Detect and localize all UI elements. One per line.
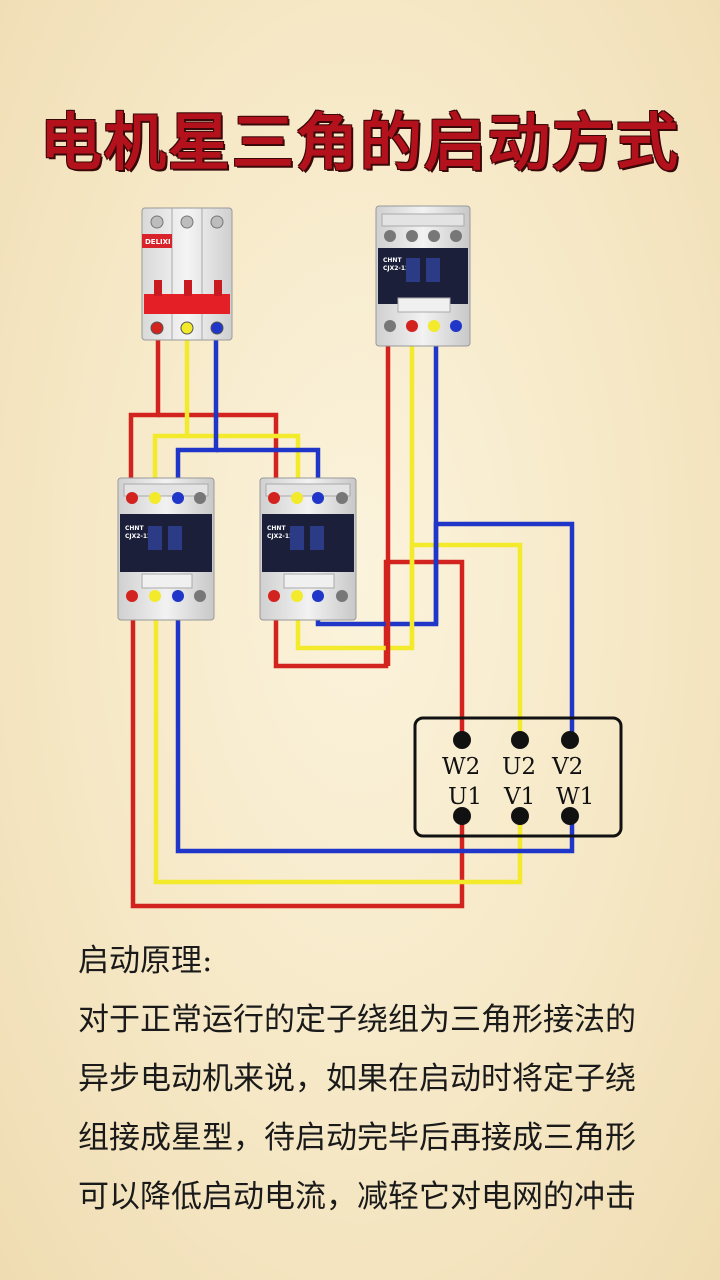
contactor-star: CHNT CJX2-1210: [375, 205, 471, 347]
principle-line: 对于正常运行的定子绕组为三角形接法的: [78, 1002, 636, 1038]
terminal-w2: [453, 731, 471, 749]
terminal-label-u1: U1: [448, 784, 482, 810]
terminal-v1: [511, 807, 529, 825]
principle-heading: 启动原理:: [78, 943, 213, 979]
principle-line: 可以降低启动电流，减轻它对电网的冲击: [78, 1179, 636, 1215]
wire-red-k1-to-u1: [130, 592, 465, 909]
terminal-label-w2: W2: [442, 754, 480, 780]
wire-blue-breaker-to-contactors: [175, 325, 219, 498]
contactor-star-brand: CHNT: [383, 257, 402, 264]
terminal-label-v2: V2: [551, 754, 583, 780]
terminal-v2: [561, 731, 579, 749]
terminal-u1: [453, 807, 471, 825]
terminal-label-v1: V1: [503, 784, 535, 810]
contactor-delta: CHNT CJX2-1210: [259, 477, 357, 621]
contactor-delta-brand: CHNT: [267, 525, 286, 532]
principle-line: 异步电动机来说，如果在启动时将定子绕: [78, 1061, 636, 1097]
circuit-breaker: DELIXI: [141, 207, 233, 341]
wire-blue-k1-to-w1: [175, 592, 575, 854]
principle-text: 启动原理: 对于正常运行的定子绕组为三角形接法的 异步电动机来说，如果在启动时将…: [78, 932, 688, 1227]
wiring-diagram: DELIXI CHNT CJX2-1210 CHNT CJX2-1210: [117, 205, 623, 909]
contactor-main-brand: CHNT: [125, 525, 144, 532]
wire-yellow-branch: [187, 433, 301, 498]
terminal-w1: [561, 807, 579, 825]
contactor-main: CHNT CJX2-1210: [117, 477, 215, 621]
breaker-logo-badge: [142, 234, 172, 248]
terminal-label-u2: U2: [502, 754, 536, 780]
contactor-star-model: CJX2-1210: [383, 265, 418, 272]
wire-red-branch: [158, 412, 279, 498]
breaker-handle: [144, 294, 230, 314]
motor-terminal-box: W2 U2 V2 U1 V1 W1: [413, 716, 623, 838]
terminal-label-w1: W1: [556, 784, 594, 810]
wire-red-breaker-to-contactors: [128, 325, 161, 498]
wire-yellow-breaker-to-contactors: [152, 325, 190, 498]
terminal-u2: [511, 731, 529, 749]
contactor-main-model: CJX2-1210: [125, 533, 160, 540]
breaker-brand: DELIXI: [145, 238, 171, 246]
page-title: 电机星三角的启动方式: [39, 106, 680, 179]
contactor-delta-model: CJX2-1210: [267, 533, 302, 540]
principle-line: 组接成星型，待启动完毕后再接成三角形: [78, 1120, 636, 1156]
